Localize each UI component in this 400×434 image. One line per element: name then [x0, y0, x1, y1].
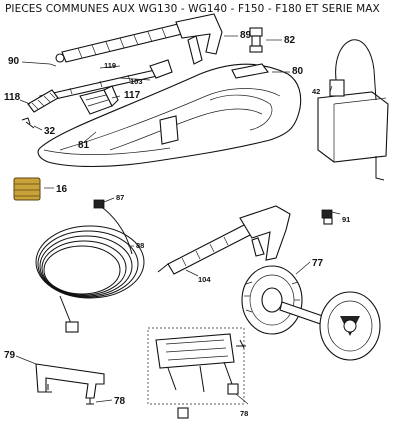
callout-42: 42 — [312, 87, 320, 96]
chassis-frame-part — [147, 327, 246, 419]
callout-103: 103 — [130, 77, 143, 86]
callout-118: 118 — [4, 92, 21, 103]
callout-82: 82 — [284, 35, 296, 46]
callout-117: 117 — [124, 90, 141, 101]
callout-77: 77 — [312, 258, 324, 269]
callout-89: 89 — [240, 30, 252, 41]
callout-90: 90 — [8, 56, 20, 67]
wheels-axle-part — [241, 265, 381, 361]
diagram-title: PIECES COMMUNES AUX WG130 - WG140 - F150… — [5, 3, 380, 15]
connector-91-part — [321, 209, 333, 225]
callout-78-frame: 78 — [240, 409, 248, 418]
brush-part — [27, 89, 59, 113]
main-housing-part — [37, 63, 302, 168]
callout-104: 104 — [198, 275, 211, 284]
callout-87: 87 — [116, 193, 124, 202]
screw-part — [21, 117, 35, 129]
callout-91: 91 — [342, 215, 350, 224]
callout-119: 119 — [104, 61, 116, 70]
nozzle-fitting-part — [249, 27, 263, 53]
trigger-gun-part — [157, 205, 291, 275]
lance-extension-part — [39, 59, 173, 103]
turbo-nozzle-part — [79, 85, 119, 115]
callout-16: 16 — [56, 184, 68, 195]
callout-88: 88 — [136, 241, 144, 250]
hose-coil-part — [35, 199, 145, 333]
brass-coupling-part — [13, 177, 41, 201]
bracket-part — [35, 363, 105, 405]
spray-lance-part — [55, 13, 223, 65]
callout-labels: 90 119 103 89 82 80 42 118 117 32 81 16 … — [4, 30, 350, 418]
callout-80: 80 — [292, 66, 304, 77]
leader-lines — [15, 35, 341, 405]
callout-32: 32 — [44, 126, 56, 137]
callout-81: 81 — [78, 140, 90, 151]
detergent-tank-part — [317, 39, 389, 181]
callout-78-bracket: 78 — [114, 396, 126, 407]
callout-79: 79 — [4, 350, 16, 361]
